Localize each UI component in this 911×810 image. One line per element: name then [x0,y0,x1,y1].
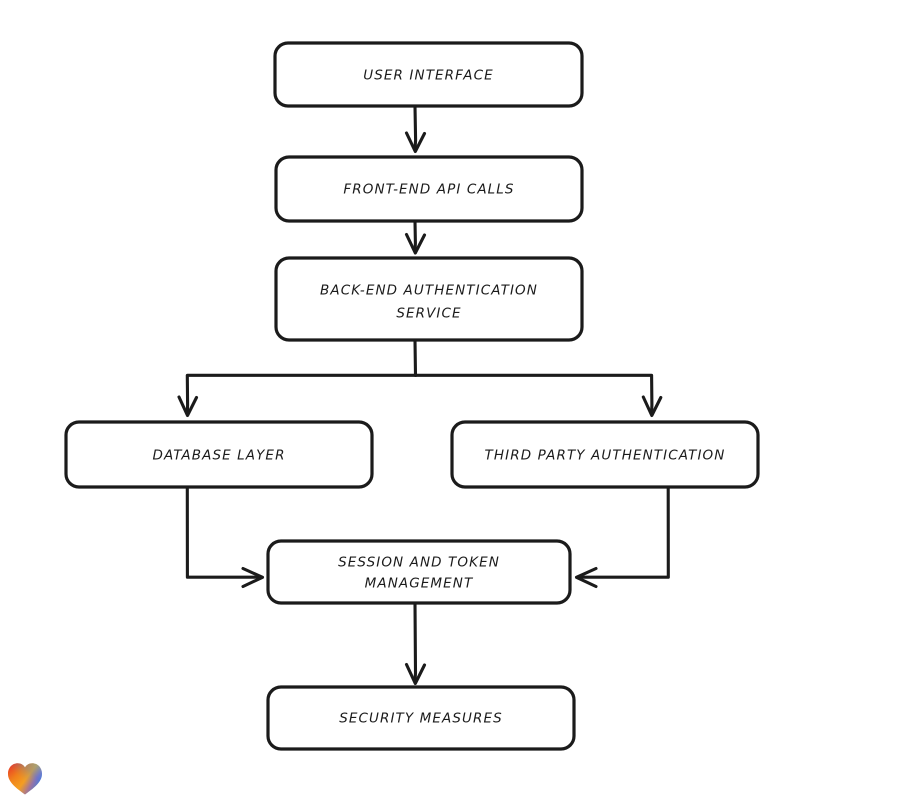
node-label-session-and-token-management-line2: MANAGEMENT [365,576,474,592]
edge-database-to-session [185,485,265,589]
edge-ui-to-frontend [404,104,427,154]
edge-thirdparty-to-session [574,485,670,589]
node-front-end-api-calls[interactable]: FRONT-END API CALLS [274,155,584,223]
heart-icon [8,763,42,795]
node-security-measures[interactable]: SECURITY MEASURES [266,685,576,751]
edge-session-to-security [404,601,427,686]
node-session-and-token-management[interactable]: SESSION AND TOKEN MANAGEMENT [266,539,572,605]
node-label-back-end-authentication-service-line2: SERVICE [396,306,461,322]
node-label-session-and-token-management-line1: SESSION AND TOKEN [338,555,500,571]
node-database-layer[interactable]: DATABASE LAYER [64,420,374,489]
edge-backend-to-branch [185,338,654,378]
node-label-security-measures: SECURITY MEASURES [339,711,503,727]
node-back-end-authentication-service[interactable]: BACK-END AUTHENTICATION SERVICE [274,256,584,342]
edge-frontend-to-backend [404,219,427,255]
node-label-user-interface: USER INTERFACE [363,68,493,84]
node-label-database-layer: DATABASE LAYER [152,448,285,464]
edge-branch-to-thirdparty [641,373,663,418]
node-label-third-party-authentication: THIRD PARTY AUTHENTICATION [485,448,726,464]
node-user-interface[interactable]: USER INTERFACE [273,41,584,108]
node-label-front-end-api-calls: FRONT-END API CALLS [343,182,514,198]
node-label-back-end-authentication-service-line1: BACK-END AUTHENTICATION [320,283,538,299]
node-third-party-authentication[interactable]: THIRD PARTY AUTHENTICATION [450,420,760,489]
edge-branch-to-database [177,373,199,418]
